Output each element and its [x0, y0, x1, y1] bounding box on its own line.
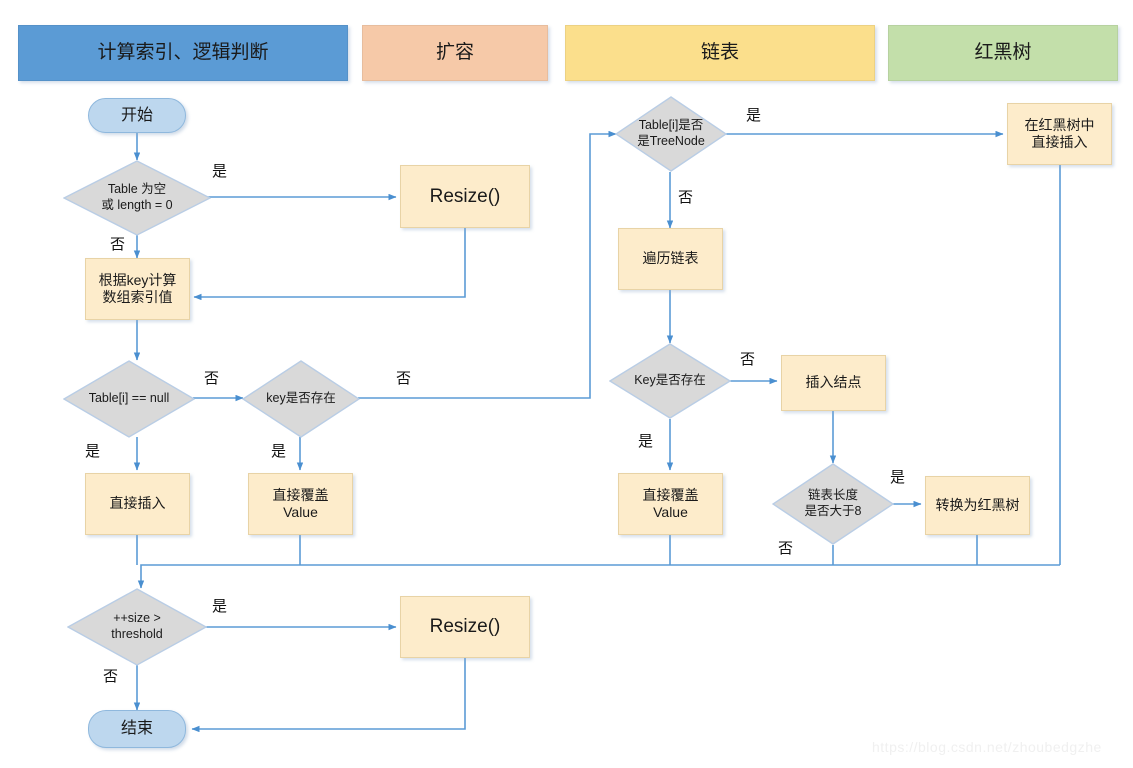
node-label: 直接覆盖 Value [272, 486, 329, 521]
node-decision-key-exists-2[interactable]: Key是否存在 [609, 343, 731, 419]
node-label: 在红黑树中 直接插入 [1024, 116, 1095, 151]
edge-label-keyexists2-no: 否 [740, 351, 756, 368]
node-decision-key-exists[interactable]: key是否存在 [242, 360, 360, 438]
node-label: Table[i] == null [88, 391, 170, 406]
edge-label-tableempty-yes: 是 [212, 163, 228, 180]
edge-label-sizethreshold-no: 否 [103, 668, 119, 685]
edge-label-keyexists-no: 否 [396, 370, 412, 387]
node-overwrite-value-2[interactable]: 直接覆盖 Value [618, 473, 723, 535]
node-label: Resize() [429, 185, 501, 207]
node-traverse-list[interactable]: 遍历链表 [618, 228, 723, 290]
node-label: Key是否存在 [634, 373, 706, 388]
node-end[interactable]: 结束 [88, 710, 186, 748]
banner-label: 红黑树 [974, 42, 1032, 64]
diamond-shape [615, 96, 727, 172]
node-label: Table[i]是否 是TreeNode [637, 118, 705, 148]
banner-compute-index: 计算索引、逻辑判断 [18, 25, 348, 81]
node-label: 遍历链表 [642, 250, 699, 267]
edge-resize-to-calcindex [193, 228, 466, 301]
node-label: 根据key计算 数组索引值 [98, 271, 177, 306]
banner-label: 扩容 [435, 42, 474, 64]
node-label: Resize() [429, 616, 501, 638]
watermark-text: https://blog.csdn.net/zhoubedgzhe [872, 739, 1102, 755]
node-decision-table-i-null[interactable]: Table[i] == null [63, 360, 195, 438]
node-rbtree-direct-insert[interactable]: 在红黑树中 直接插入 [1007, 103, 1112, 165]
edge-label-tableinull-no: 否 [204, 370, 220, 387]
node-label: 直接插入 [109, 495, 166, 512]
node-label: 链表长度 是否大于8 [804, 488, 862, 518]
diamond-shape [63, 360, 195, 438]
node-convert-to-rbtree[interactable]: 转换为红黑树 [925, 476, 1030, 535]
node-label: 结束 [120, 720, 153, 737]
node-decision-list-length-gt8[interactable]: 链表长度 是否大于8 [772, 463, 894, 545]
node-label: 开始 [120, 106, 153, 124]
node-label: key是否存在 [266, 391, 336, 406]
node-overwrite-value-1[interactable]: 直接覆盖 Value [248, 473, 353, 535]
node-label: 直接覆盖 Value [642, 486, 699, 521]
edge-label-listlen-yes: 是 [890, 469, 906, 486]
node-decision-is-treenode[interactable]: Table[i]是否 是TreeNode [615, 96, 727, 172]
node-label: Table 为空 或 length = 0 [101, 182, 173, 212]
edge-label-istreenode-no: 否 [678, 189, 694, 206]
edge-label-tableempty-no: 否 [110, 236, 126, 253]
diamond-shape [609, 343, 731, 419]
node-resize-top[interactable]: Resize() [400, 165, 530, 228]
edge-label-tableinull-yes: 是 [85, 443, 101, 460]
edge-merge-to-sizethreshold [137, 564, 300, 589]
node-insert-node[interactable]: 插入结点 [781, 355, 886, 411]
edge-label-listlen-no: 否 [778, 540, 794, 557]
banner-linked-list: 链表 [565, 25, 875, 81]
node-label: 转换为红黑树 [935, 496, 1020, 513]
node-direct-insert[interactable]: 直接插入 [85, 473, 190, 535]
edge-label-istreenode-yes: 是 [746, 107, 762, 124]
node-label: 插入结点 [805, 374, 862, 391]
edge-label-keyexists2-yes: 是 [638, 433, 654, 450]
node-calc-index[interactable]: 根据key计算 数组索引值 [85, 258, 190, 320]
banner-label: 计算索引、逻辑判断 [97, 42, 269, 64]
banner-resize: 扩容 [362, 25, 548, 81]
node-decision-table-empty[interactable]: Table 为空 或 length = 0 [63, 160, 211, 236]
node-label: ++size > threshold [111, 611, 163, 641]
diamond-shape [242, 360, 360, 438]
node-start[interactable]: 开始 [88, 98, 186, 133]
node-resize-bottom[interactable]: Resize() [400, 596, 530, 658]
edge-resizebottom-to-end [191, 658, 466, 733]
banner-label: 链表 [700, 42, 739, 64]
diamond-shape [772, 463, 894, 545]
node-decision-size-threshold[interactable]: ++size > threshold [67, 588, 207, 666]
banner-red-black-tree: 红黑树 [888, 25, 1118, 81]
edge-label-keyexists-yes: 是 [271, 443, 287, 460]
edge-label-sizethreshold-yes: 是 [212, 598, 228, 615]
